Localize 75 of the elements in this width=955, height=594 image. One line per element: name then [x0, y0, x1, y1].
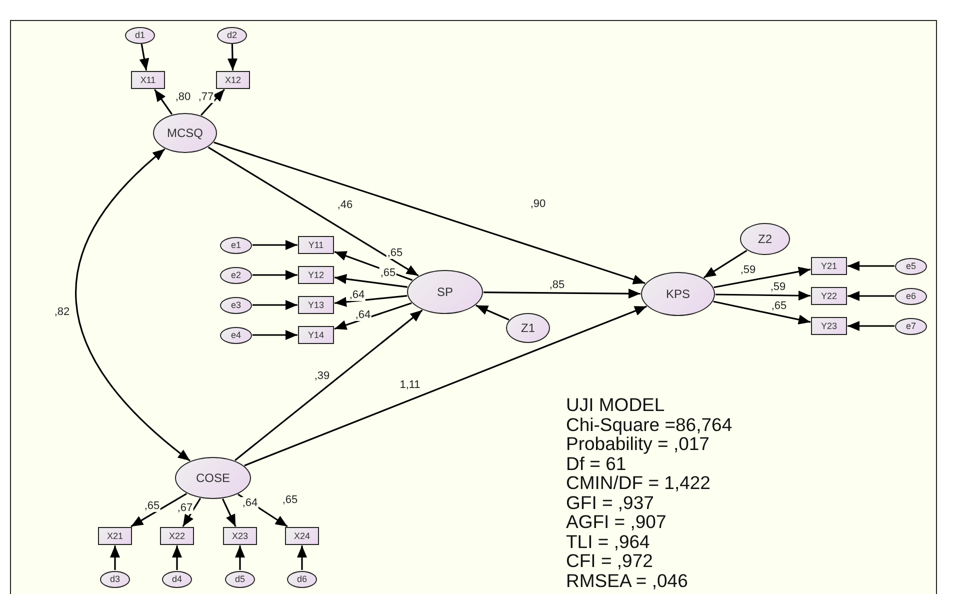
indicator-box: X23	[223, 527, 257, 545]
indicator-box: X21	[98, 527, 132, 545]
arrow	[75, 148, 190, 462]
fit-statistic: CMIN/DF = 1,422	[566, 473, 712, 492]
arrow	[222, 498, 236, 527]
indicator-box: X11	[131, 71, 165, 89]
arrow	[228, 44, 238, 71]
edge-label: 1,11	[398, 379, 422, 391]
indicator-box: Y14	[298, 326, 334, 344]
edge-label: ,59	[769, 281, 787, 293]
edge-label: ,80	[174, 91, 192, 103]
indicator-box: Y11	[298, 236, 334, 254]
arrow	[130, 492, 187, 528]
edge-label: ,39	[313, 370, 331, 382]
arrow	[713, 300, 811, 324]
edge-label: ,85	[548, 279, 566, 291]
arrow	[483, 288, 641, 299]
indicator-box: X12	[216, 71, 250, 89]
edge-label: ,46	[336, 199, 354, 211]
arrow	[235, 546, 245, 570]
indicator-box: X24	[285, 527, 319, 545]
arrow	[200, 88, 225, 116]
indicator-box: Y23	[811, 317, 847, 335]
arrow	[208, 146, 419, 276]
edge-label: ,65	[281, 494, 299, 506]
edge-label: ,64	[241, 497, 259, 509]
indicator-box: Y21	[811, 257, 847, 275]
edge-label: ,64	[354, 309, 372, 321]
indicator-box: X22	[160, 527, 194, 545]
arrow	[110, 546, 120, 570]
fit-statistic: TLI = ,964	[566, 532, 651, 551]
edge-label: ,90	[529, 198, 547, 210]
fit-statistic: Chi-Square =86,764	[566, 414, 732, 434]
indicator-box: Y22	[811, 287, 847, 305]
arrow	[234, 310, 423, 461]
arrow	[334, 250, 413, 281]
arrow	[252, 300, 298, 310]
fit-statistic: CFI = ,972	[566, 551, 654, 570]
arrow	[715, 290, 811, 301]
fit-statistic: RMSEA = ,046	[566, 570, 689, 590]
edge-label: ,65	[386, 247, 404, 259]
arrow	[714, 266, 811, 288]
arrow	[252, 330, 298, 340]
arrow	[334, 295, 408, 307]
arrow	[252, 240, 298, 250]
indicator-box: Y12	[298, 266, 334, 284]
arrow	[182, 498, 202, 527]
edge-label: ,82	[53, 306, 71, 318]
edge-label: ,77	[197, 91, 215, 103]
fit-statistic: Probability = ,017	[566, 434, 710, 454]
arrow	[848, 261, 894, 271]
fit-statistic: UJI MODEL	[566, 395, 666, 414]
edge-label: ,65	[143, 500, 161, 512]
edge-label: ,65	[379, 267, 397, 279]
edge-label: ,64	[348, 289, 366, 301]
arrow	[848, 321, 894, 331]
arrow	[334, 274, 408, 288]
edge-label: ,65	[770, 300, 788, 312]
arrow	[172, 546, 182, 570]
edge-label: ,59	[739, 264, 757, 276]
arrow	[139, 44, 150, 71]
arrow	[214, 142, 646, 284]
arrow	[703, 250, 748, 278]
arrow	[476, 304, 510, 320]
fit-statistic: AGFI = ,907	[566, 512, 668, 532]
fit-statistic: GFI = ,937	[566, 492, 655, 512]
arrow	[297, 546, 307, 570]
indicator-box: Y13	[298, 296, 334, 314]
arrow	[334, 302, 412, 330]
arrow	[154, 89, 173, 115]
edge-label: ,67	[176, 502, 194, 514]
fit-statistic: Df = 61	[566, 454, 626, 473]
arrow	[244, 306, 647, 466]
arrow	[252, 270, 298, 280]
arrow	[848, 291, 894, 301]
